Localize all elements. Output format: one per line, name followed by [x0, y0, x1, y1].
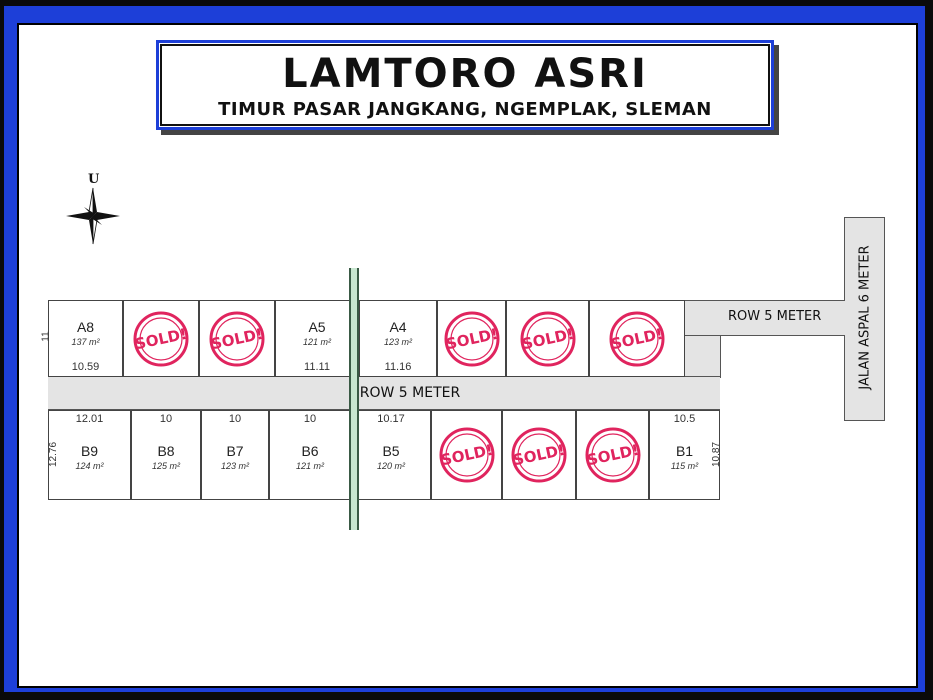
plot-code: A5 [308, 319, 326, 335]
plot-width: 12.01 [75, 413, 104, 425]
plot-code: B9 [80, 443, 99, 459]
compass-north-label: U [88, 172, 100, 187]
plot-width: 10 [159, 413, 173, 425]
plot-sold: SOLD! [437, 300, 506, 377]
sold-text: SOLD! [585, 441, 640, 470]
road-main-label: ROW 5 METER [359, 385, 461, 401]
plot-width: 10.17 [377, 413, 405, 425]
plot-code: A8 [76, 319, 95, 335]
plot-area: 123 m² [383, 337, 412, 347]
plot-area: 124 m² [75, 461, 104, 471]
sold-stamp-icon: SOLD! [439, 427, 494, 483]
sold-stamp-icon: SOLD! [585, 427, 640, 483]
plot-area: 115 m² [670, 461, 699, 471]
plot-a4: A4 123 m² 11.16 [359, 300, 437, 377]
compass-star-icon [66, 187, 120, 245]
plot-sold: SOLD! [199, 300, 275, 377]
plot-code: B6 [301, 443, 319, 459]
road-branch-connector [684, 330, 721, 378]
plot-area: 120 m² [376, 461, 405, 471]
sold-stamp-icon: SOLD! [609, 311, 665, 366]
plot-width: 10.5 [673, 413, 696, 425]
sold-text: SOLD! [133, 324, 188, 353]
plot-sold: SOLD! [506, 300, 589, 377]
plot-sold: SOLD! [589, 300, 685, 377]
plot-code: B1 [675, 443, 694, 459]
plot-area: 123 m² [220, 461, 249, 471]
plot-area: 137 m² [71, 337, 100, 347]
plot-code: B8 [157, 443, 175, 459]
page-title: LAMTORO ASRI [282, 51, 648, 97]
plot-sold: SOLD! [576, 410, 649, 500]
plot-width: 10.59 [71, 361, 100, 373]
plot-sold: SOLD! [431, 410, 502, 500]
plot-sold: SOLD! [502, 410, 576, 500]
sold-stamp-icon: SOLD! [520, 311, 575, 366]
road-row-branch: ROW 5 METER [680, 300, 845, 336]
plot-a8: A8 137 m² 10.59 11 [41, 300, 123, 377]
sold-stamp-icon: SOLD! [209, 311, 265, 366]
plot-area: 121 m² [295, 461, 324, 471]
title-box: LAMTORO ASRI TIMUR PASAR JANGKANG, NGEMP… [156, 40, 774, 130]
plot-side-length: 11 [40, 331, 52, 342]
canal [349, 268, 359, 530]
plot-sold: SOLD! [123, 300, 199, 377]
plot-code: B7 [226, 443, 244, 459]
plot-width: 11.11 [304, 361, 330, 373]
plot-width: 10 [228, 413, 242, 425]
sold-text: SOLD! [439, 441, 494, 470]
sold-stamp-icon: SOLD! [444, 311, 499, 366]
sold-text: SOLD! [444, 324, 499, 353]
plot-width: 11.16 [384, 361, 412, 373]
road-branch-label: ROW 5 METER [728, 309, 822, 324]
plot-side-length: 12.76 [48, 441, 60, 468]
plot-code: A4 [389, 319, 407, 335]
road-row-main: ROW 5 METER [48, 376, 720, 410]
sold-text: SOLD! [209, 324, 264, 353]
sold-text: SOLD! [511, 441, 566, 470]
plot-area: 121 m² [302, 337, 331, 347]
road-jalan-aspal: JALAN ASPAL 6 METER [844, 217, 885, 421]
sold-text: SOLD! [609, 324, 664, 353]
page-subtitle: TIMUR PASAR JANGKANG, NGEMPLAK, SLEMAN [218, 99, 712, 120]
plot-a5: A5 121 m² 11.11 [275, 300, 359, 377]
plot-area: 125 m² [151, 461, 180, 471]
plot-side-length: 10.87 [710, 441, 722, 468]
sold-stamp-icon: SOLD! [511, 427, 567, 483]
road-aspal-label: JALAN ASPAL 6 METER [857, 245, 873, 390]
sold-text: SOLD! [520, 324, 575, 353]
compass-rose: U [64, 172, 122, 246]
plot-width: 10 [303, 413, 317, 425]
sold-stamp-icon: SOLD! [133, 311, 189, 366]
plot-code: B5 [382, 443, 400, 459]
